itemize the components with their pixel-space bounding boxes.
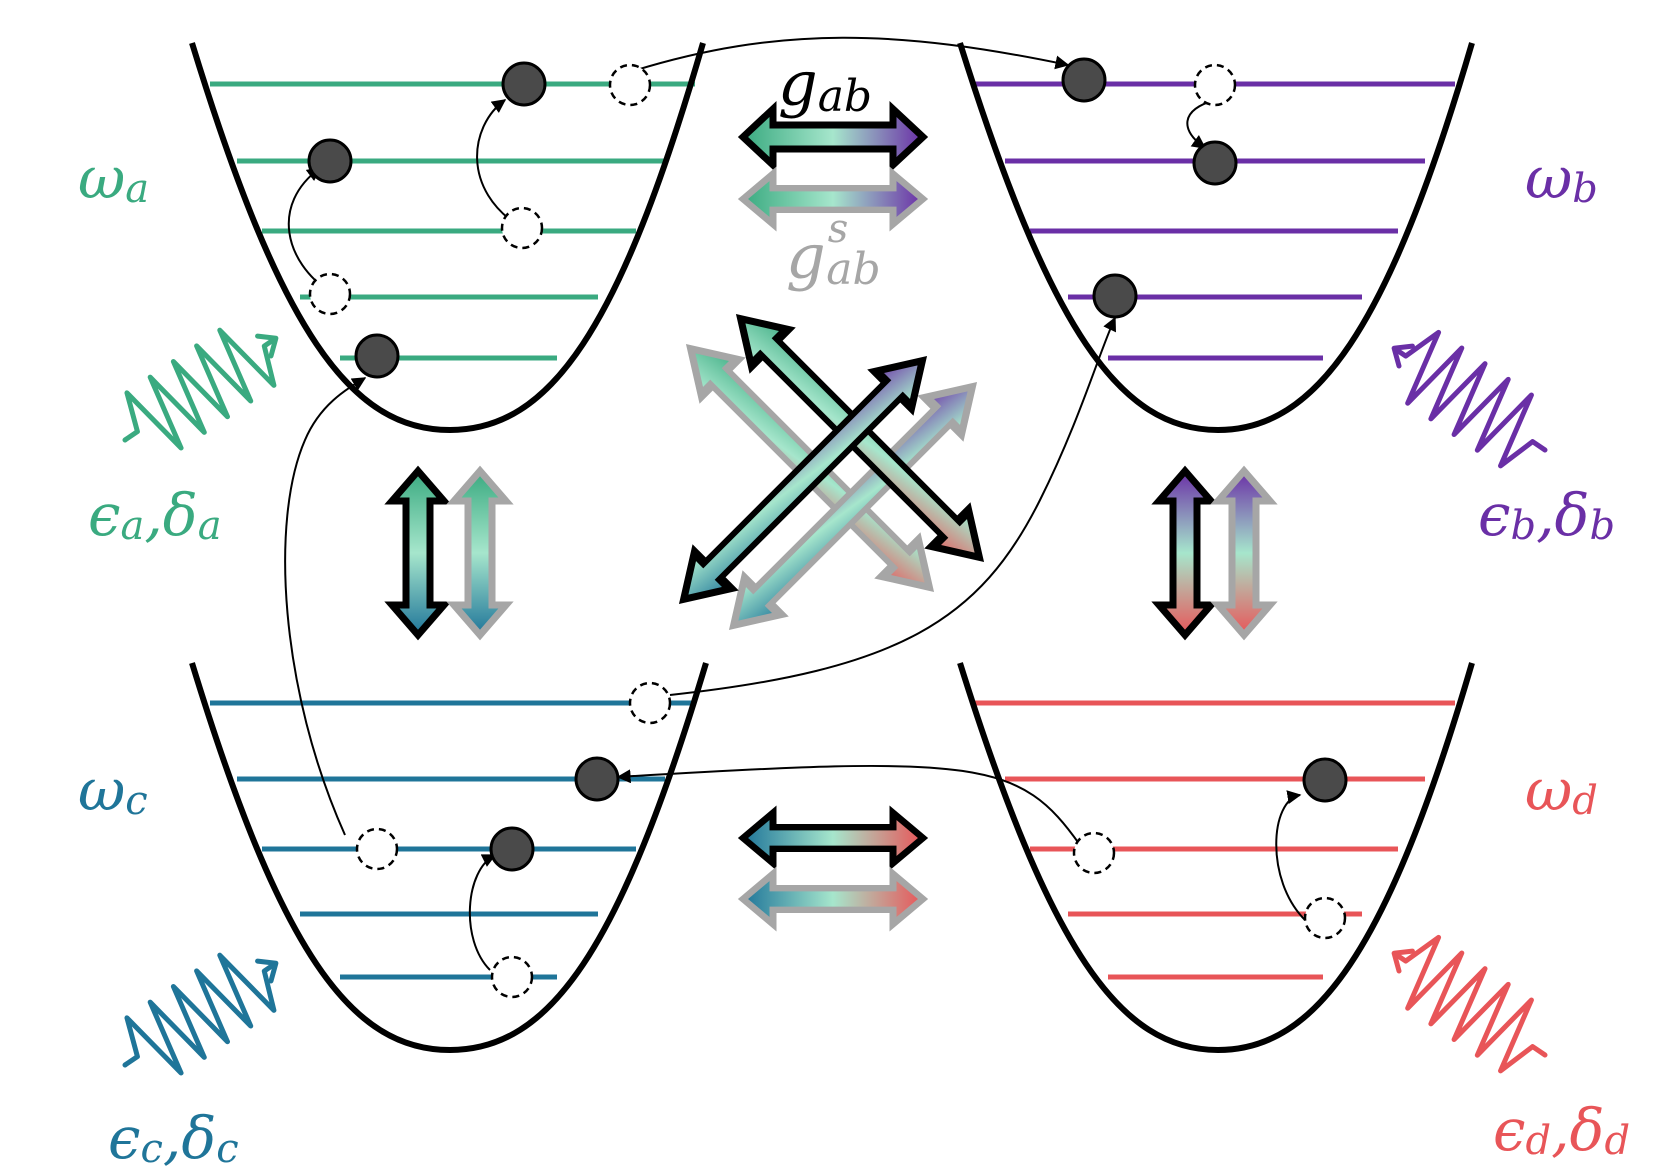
potential-curve-b [957,42,1475,434]
transition-a-to-b [629,36,1070,73]
energy-levels-d [975,700,1455,980]
transition-c-inner [468,854,497,971]
energy-levels-b [975,81,1455,361]
hole-icon [1193,63,1237,107]
freq-label-a: ωa [78,144,149,212]
transition-b-top [1186,99,1216,149]
freq-label-d: ωd [1525,756,1598,824]
well-d [957,662,1475,1054]
transition-d-inner [1275,790,1306,921]
wavy-drive-icon [1391,934,1548,1074]
drive-label-a: ϵa,δa [88,481,222,549]
particle-icon [1092,273,1138,319]
particle-icon [1192,140,1238,186]
double-arrow-icon [1218,471,1270,635]
labels: ωa ωb ωc ωd ϵa,δa ϵb,δb ϵc,δc ϵd,δd gab … [78,47,1630,1172]
particle-icon [1061,57,1107,103]
potential-curve-d [957,662,1475,1054]
double-arrow-icon [743,813,923,863]
particle-icon [489,826,535,872]
particle-icon [501,61,547,107]
transition-a-right [476,99,523,229]
hole-icon [490,955,534,999]
energy-levels-a [210,81,695,361]
particle-icon [354,333,400,379]
particle-icon [1302,757,1348,803]
wavy-drive-icon [1391,329,1548,469]
coupling-label-g: gab [778,47,872,122]
hole-icon [608,63,652,107]
transition-d-to-c [616,764,1081,846]
double-arrow-icon [392,471,444,635]
hole-icon [355,827,399,871]
hole-icon [308,272,352,316]
hole-icon [1072,831,1116,875]
hole-icon [500,206,544,250]
wavy-drive-icon [122,327,279,451]
transition-c-to-b [669,316,1116,696]
double-arrow-icon [454,471,506,635]
particles [307,57,1348,872]
hole-icon [1303,896,1347,940]
particle-icon [307,138,353,184]
hole-icon [628,681,672,725]
transition-c-to-a [284,377,367,836]
drives [122,327,1548,1076]
wavy-drive-icon [122,952,279,1076]
drive-label-d: ϵd,δd [1493,1096,1630,1164]
freq-label-c: ωc [78,756,148,824]
particle-icon [574,756,620,802]
potential-curve-c [189,662,709,1054]
potential-curve-a [189,42,706,434]
freq-label-b: ωb [1525,144,1598,212]
double-arrow-icon [743,874,923,924]
drive-label-b: ϵb,δb [1478,481,1615,549]
drive-label-c: ϵc,δc [108,1104,239,1172]
holes [308,63,1347,999]
energy-levels-c [210,700,695,980]
double-arrow-icon [1159,471,1211,635]
